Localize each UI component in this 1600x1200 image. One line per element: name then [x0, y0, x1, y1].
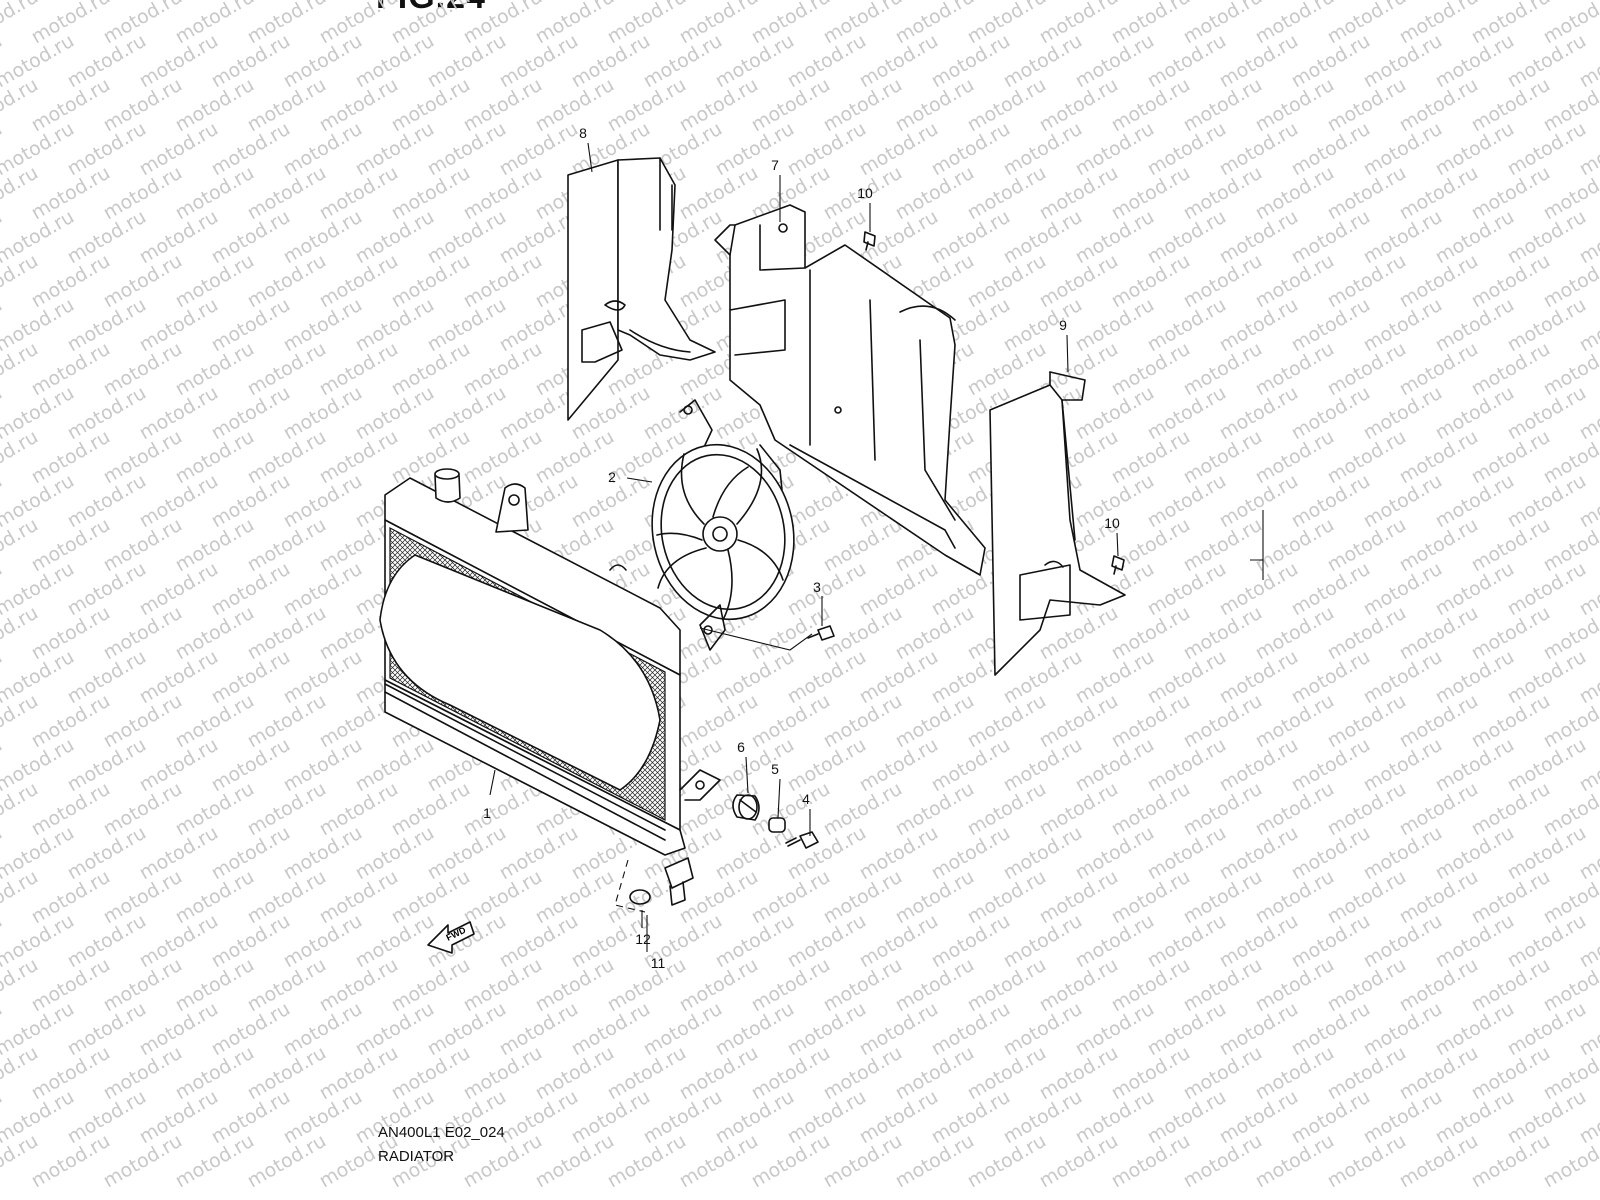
leader-lines: [489, 142, 1264, 952]
callout-4: 4: [802, 791, 810, 807]
figure-name: RADIATOR: [378, 1148, 455, 1165]
watermark-text: motod.ru: [1576, 0, 1600, 4]
figure-code: AN400L1 E02_024: [378, 1124, 505, 1141]
callout-8: 8: [579, 125, 587, 141]
part-11-thermo-switch[interactable]: [664, 857, 694, 906]
part-10-bolt-lower[interactable]: [1111, 555, 1125, 575]
part-3-bolt[interactable]: [807, 625, 835, 641]
callout-9: 9: [1059, 317, 1067, 333]
callout-2: 2: [608, 469, 616, 485]
part-10-bolt-upper[interactable]: [863, 231, 876, 251]
callout-6: 6: [737, 739, 745, 755]
callout-10: 10: [857, 185, 873, 201]
part-4-bolt[interactable]: [785, 831, 819, 849]
part-8-left-shroud[interactable]: [567, 157, 716, 421]
callout-12: 12: [635, 931, 651, 947]
part-6-grommet[interactable]: [732, 794, 760, 821]
callout-5: 5: [771, 761, 779, 777]
callout-10: 10: [1104, 515, 1120, 531]
callout-3: 3: [813, 579, 821, 595]
callout-1: 1: [483, 805, 491, 821]
callout-7: 7: [771, 157, 779, 173]
callout-11: 11: [651, 955, 666, 971]
part-9-right-shroud[interactable]: [989, 371, 1126, 676]
part-7-fan-duct[interactable]: [714, 204, 986, 576]
figure-title: FIG.24: [376, 0, 486, 17]
part-2-cooling-fan[interactable]: [636, 399, 810, 651]
part-1-radiator[interactable]: [379, 468, 721, 856]
part-12-o-ring[interactable]: [629, 889, 651, 905]
part-5-collar[interactable]: [768, 817, 786, 833]
